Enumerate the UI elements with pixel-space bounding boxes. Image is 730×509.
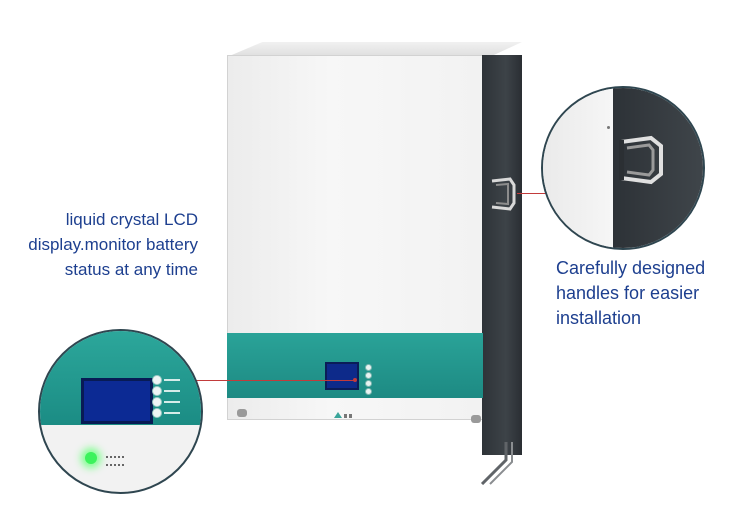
handles-caption: Carefully designed handles for easier in… (556, 258, 706, 328)
cabinet-foot (237, 409, 247, 417)
status-led-icon (365, 372, 372, 379)
status-led-icon (152, 397, 162, 407)
led-label-mark (164, 412, 180, 414)
led-label-mark (164, 379, 180, 381)
power-led-icon (85, 452, 97, 464)
handle-icon (491, 177, 516, 211)
cabinet-side-panel (482, 55, 522, 455)
lcd-screen (325, 362, 359, 390)
handle-zoom-circle (541, 86, 705, 250)
power-switch-label (106, 456, 124, 466)
led-label-mark (164, 390, 180, 392)
zoom-front-panel (543, 88, 613, 248)
zoom-side-panel (613, 88, 703, 248)
handle-closeup-icon (619, 135, 663, 185)
lcd-leader-line (120, 380, 355, 381)
lcd-leader-dot (353, 378, 357, 382)
screw-icon (607, 126, 610, 129)
stand-bracket-icon (480, 442, 513, 485)
cabinet-top (227, 42, 522, 57)
led-label-mark (164, 401, 180, 403)
status-led-icon (365, 380, 372, 387)
lcd-zoom-circle (38, 329, 203, 494)
status-led-icon (152, 408, 162, 418)
zoom-lcd-screen (81, 378, 153, 424)
status-led-icon (365, 364, 372, 371)
brand-logo-icon (334, 412, 352, 418)
lcd-caption: liquid crystal LCD display.monitor batte… (28, 210, 198, 279)
status-led-icon (152, 386, 162, 396)
cabinet-foot (471, 415, 481, 423)
status-led-icon (152, 375, 162, 385)
status-led-icon (365, 388, 372, 395)
